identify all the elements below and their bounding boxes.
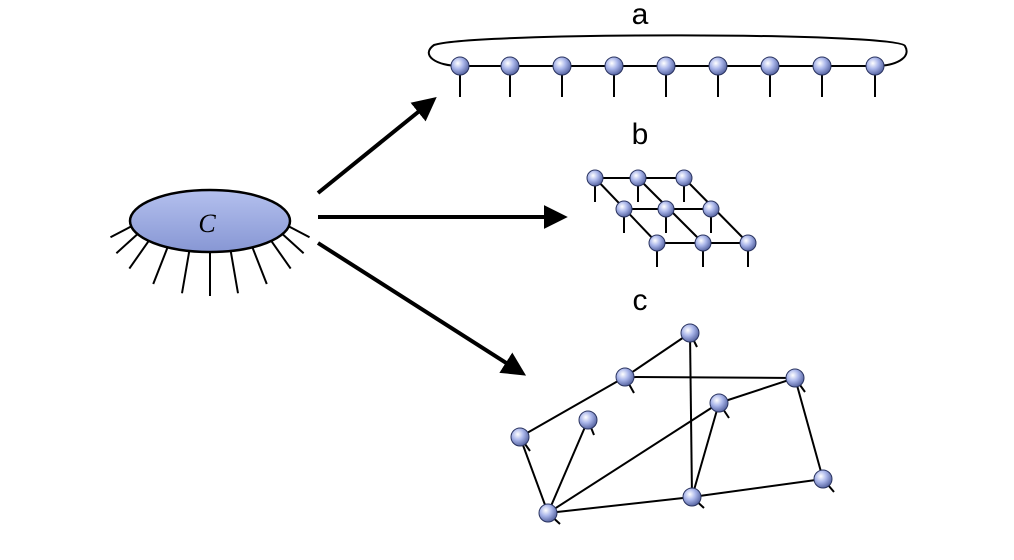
network-bond: [691, 402, 720, 498]
panel-b-peps: b: [586, 118, 757, 267]
network-node: [538, 503, 558, 523]
panel-c-network: c: [510, 284, 835, 525]
panel-b-label: b: [632, 118, 649, 151]
mps-node: [450, 56, 470, 76]
network-bond: [718, 377, 796, 404]
peps-node: [694, 234, 712, 252]
peps-node: [657, 200, 675, 218]
central-leg: [115, 233, 139, 254]
central-tensor-label: C: [198, 209, 216, 238]
network-bond: [624, 376, 796, 379]
network-bond: [691, 478, 824, 498]
central-leg: [181, 250, 191, 294]
network-node: [709, 393, 729, 413]
arrow-to-c: [316, 241, 527, 376]
central-leg: [251, 246, 268, 285]
mps-node: [656, 56, 676, 76]
network-bond: [547, 419, 589, 514]
network-bond: [794, 377, 824, 480]
peps-node: [739, 234, 757, 252]
network-node: [680, 323, 700, 343]
central-leg: [110, 225, 132, 239]
network-bond: [689, 332, 693, 498]
panel-a-nodes: [450, 56, 885, 76]
central-leg: [152, 246, 169, 285]
arrow-to-a: [316, 96, 437, 195]
network-node: [615, 367, 635, 387]
peps-node: [629, 169, 647, 187]
peps-node: [648, 234, 666, 252]
central-leg: [270, 240, 292, 270]
arrows: [316, 96, 568, 376]
panel-a-mps: a: [427, 0, 908, 97]
mps-node: [604, 56, 624, 76]
central-leg: [281, 233, 305, 254]
panel-a-label: a: [632, 0, 649, 31]
network-node: [682, 487, 702, 507]
peps-node: [586, 169, 604, 187]
peps-node: [615, 200, 633, 218]
peps-node: [702, 200, 720, 218]
central-leg: [288, 225, 310, 239]
mps-node: [500, 56, 520, 76]
network-node: [813, 469, 833, 489]
network-node: [785, 368, 805, 388]
panel-b-legs: [594, 178, 749, 267]
central-tensor-ellipse: [128, 188, 292, 254]
network-bond: [624, 332, 691, 378]
central-tensor-legs: [110, 225, 310, 296]
panel-c-bonds: [519, 332, 824, 514]
periodic-boundary-bond: [427, 34, 908, 67]
mps-node: [760, 56, 780, 76]
mps-node: [812, 56, 832, 76]
central-leg: [128, 240, 150, 270]
network-bond: [519, 436, 549, 514]
peps-node: [675, 169, 693, 187]
panel-c-legs: [519, 332, 835, 525]
network-bond: [547, 402, 720, 514]
central-tensor: C: [110, 188, 310, 296]
network-bond: [547, 496, 693, 514]
panel-b-nodes: [586, 169, 757, 252]
network-node: [578, 410, 598, 430]
central-leg: [229, 250, 239, 294]
network-node: [510, 427, 530, 447]
mps-node: [552, 56, 572, 76]
panel-c-nodes: [510, 323, 833, 523]
network-bond: [519, 376, 626, 438]
mps-node: [708, 56, 728, 76]
mps-node: [865, 56, 885, 76]
panel-c-label: c: [633, 284, 648, 317]
